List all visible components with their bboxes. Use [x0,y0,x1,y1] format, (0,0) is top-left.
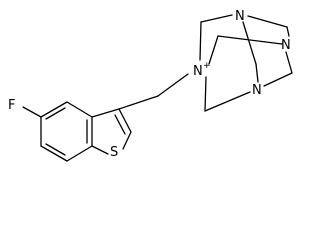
charge-plus: + [203,61,211,71]
atom-n-top: N [235,9,245,24]
atom-label-n-bottom: N [252,83,262,98]
bond-nright-cf [285,51,293,74]
bond-c3-c2 [118,108,132,133]
cage [199,14,293,112]
atom-n-right: N [281,38,291,53]
methylene-linker [118,73,189,110]
atom-label-n-quaternary: N [193,64,203,79]
bond-cf-nbottom [263,72,293,87]
atom-label-n-top: N [235,9,245,24]
bond-c3a-c4 [66,101,93,118]
bond-s-c7a [91,145,109,155]
bond-nq-ca [199,21,202,61]
bond-nq-cd [208,35,219,65]
bond-c2-s [122,131,132,150]
bond-ch2-n [157,73,189,97]
bond-ntop-cb [247,15,288,28]
bond-cc-nbottom [255,63,259,83]
double-bond-c3-c2 [114,114,126,135]
atom-n-bottom: N [252,83,262,98]
bond-c6-c7 [40,145,68,162]
bond-c3-ch2 [118,95,159,110]
atom-f: F [8,98,15,113]
bond-c7-c7a [66,145,93,162]
bond-c3a-c3 [91,108,120,118]
bond-ca-ntop [200,14,233,23]
atom-label-s: S [110,145,118,160]
bond-ce-nbottom [204,91,251,112]
structure-diagram: F S N + N N N [8,9,293,162]
bond-ntop-cc [242,21,257,65]
double-bond-c6-c7 [45,143,66,156]
thiophene-ring [91,108,132,155]
double-bond-c4-c5 [45,107,66,120]
bond-cd-nright [217,35,283,45]
bond-nq-ce [204,76,207,112]
bond-c5-f [22,106,42,118]
atom-n-quaternary: N + [193,61,211,79]
bond-cb-nright [286,26,290,37]
bond-c4-c5 [40,101,68,118]
atom-s: S [110,145,118,160]
atom-label-n-right: N [281,38,291,53]
benzene-ring [40,101,93,162]
atom-label-f: F [8,98,15,113]
